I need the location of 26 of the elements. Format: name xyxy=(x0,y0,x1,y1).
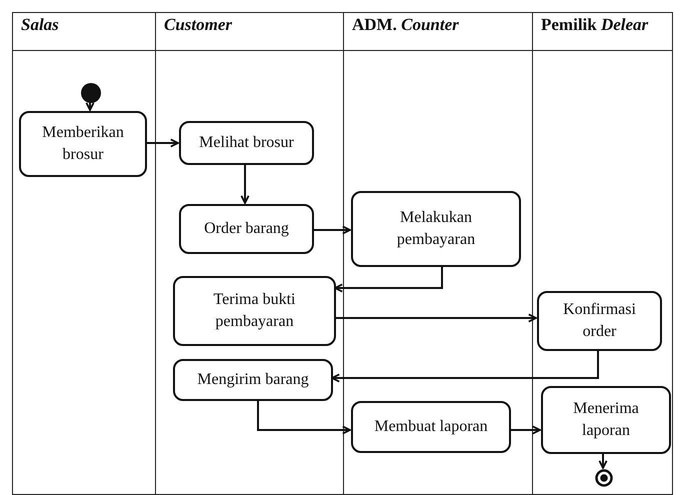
arrow xyxy=(313,226,351,234)
arrow xyxy=(335,314,537,322)
start-node xyxy=(81,83,101,103)
arrow xyxy=(86,102,94,111)
swimlane xyxy=(532,12,673,495)
activity-box: Memberikan brosur xyxy=(19,111,147,177)
arrow xyxy=(510,426,541,434)
swimlane xyxy=(155,12,344,495)
arrow xyxy=(146,138,179,148)
arrow xyxy=(334,266,443,292)
activity-box: Menerima laporan xyxy=(541,386,671,454)
activity-box: Melakukan pembayaran xyxy=(351,191,521,267)
arrow xyxy=(331,350,599,382)
arrow xyxy=(598,453,608,469)
end-node xyxy=(595,469,613,487)
activity-box: Membuat laporan xyxy=(351,401,511,453)
activity-box: Mengirim barang xyxy=(173,359,333,401)
activity-box: Melihat brosur xyxy=(179,121,314,165)
swimlane xyxy=(343,12,533,495)
activity-box: Konfirmasi order xyxy=(537,291,662,351)
lane-header: Pemilik Delear xyxy=(533,13,672,51)
activity-box: Order barang xyxy=(179,204,314,254)
activity-box: Terima bukti pembayaran xyxy=(173,276,336,346)
arrow xyxy=(240,164,250,204)
arrow xyxy=(257,400,351,434)
swimlane xyxy=(12,12,156,495)
